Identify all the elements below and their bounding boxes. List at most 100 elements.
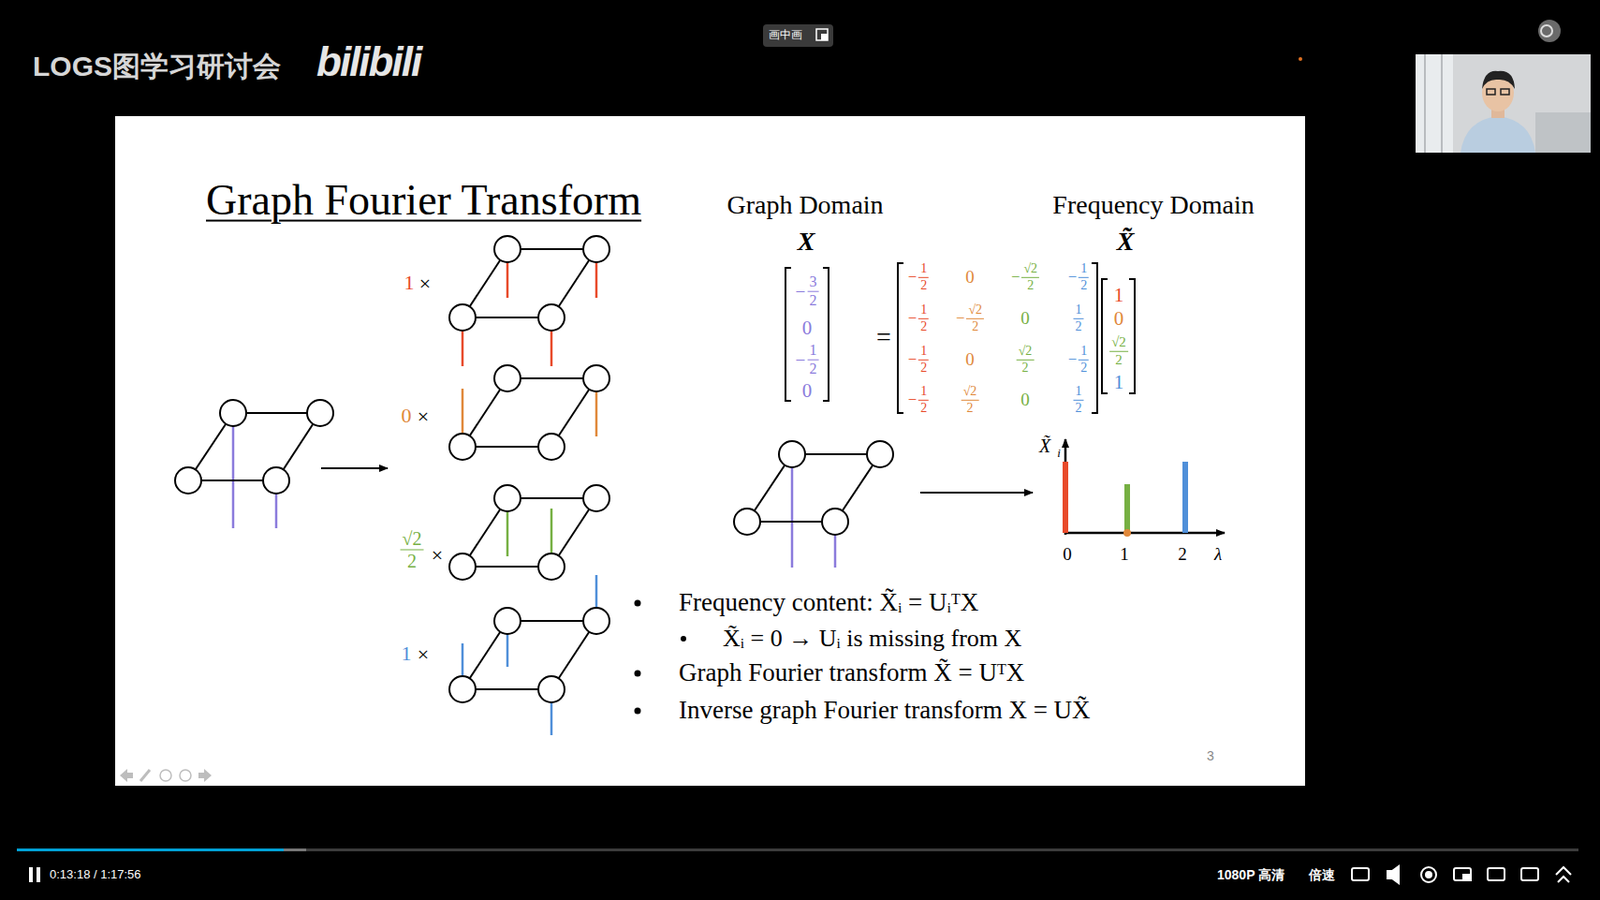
denominator: 2	[971, 319, 979, 335]
denominator: 2	[1080, 278, 1087, 294]
bullet-text: X̃ᵢ = 0 → Uᵢ is missing from X	[722, 624, 1022, 653]
denominator: 2	[920, 319, 927, 335]
axis-subscript: i	[1056, 446, 1061, 461]
denominator: 2	[407, 550, 417, 572]
fraction-stack: 12	[918, 303, 929, 334]
transform-arrow	[920, 491, 1033, 494]
minus-sign: −	[908, 310, 917, 327]
denominator: 2	[920, 278, 927, 294]
slide-nav-icons	[119, 768, 212, 782]
fraction-stack: 12	[807, 342, 819, 378]
numerator: 1	[918, 262, 929, 279]
math-symbol: X	[797, 226, 816, 257]
denominator: 2	[920, 400, 927, 416]
vector-entry: √22	[1109, 335, 1129, 368]
matrix-entry: 0	[965, 349, 975, 370]
denominator: 2	[1075, 319, 1083, 335]
numerator: 1	[1073, 384, 1085, 401]
matrix-entry: −12	[1068, 344, 1089, 375]
coefficient: √22	[400, 528, 425, 572]
coefficient: 1	[404, 270, 415, 294]
numerator: √2	[966, 303, 984, 320]
numerator: 1	[918, 344, 929, 361]
numerator: √2	[1109, 335, 1129, 353]
channel-watermark: LOGS图学习研讨会	[32, 50, 281, 84]
matrix-entry: −√22	[955, 303, 984, 334]
matrix-entry: 0	[965, 266, 975, 288]
minus-sign: −	[908, 269, 917, 286]
fraction-stack: 32	[807, 274, 819, 309]
bullet-text: Frequency content: X̃ᵢ = UᵢᵀX	[678, 587, 979, 617]
bullet-dots	[634, 600, 688, 715]
webcam-thumbnail	[1415, 54, 1591, 153]
matrix-entry: 0	[1020, 308, 1030, 329]
vector-entry: 0	[802, 379, 813, 402]
transform-arrow	[321, 467, 388, 470]
denominator: 2	[808, 292, 817, 309]
section-heading: Graph Domain	[726, 190, 883, 221]
minus-sign: −	[1068, 352, 1077, 368]
logo-watermark: bilibili	[316, 38, 421, 87]
matrix-brackets	[785, 263, 1135, 413]
numerator: √2	[1016, 344, 1035, 361]
player-controls	[16, 848, 1579, 883]
vector-entry: 0	[802, 316, 813, 339]
axis-label: λ	[1214, 543, 1222, 565]
fraction-stack: √22	[400, 528, 425, 572]
denominator: 2	[920, 360, 927, 376]
minus-sign: −	[795, 350, 807, 368]
vector-entry: 0	[1114, 307, 1125, 330]
tick-label: 2	[1177, 543, 1188, 565]
numerator: 1	[918, 384, 929, 401]
denominator: 2	[1080, 360, 1087, 376]
times-sign: ×	[417, 404, 429, 428]
fraction-stack: 12	[918, 262, 929, 293]
minus-sign: −	[908, 392, 917, 409]
bullet-text: Graph Fourier transform X̃ = UᵀX	[678, 658, 1025, 688]
minus-sign: −	[1011, 269, 1020, 286]
axis-label: X̃	[1039, 435, 1051, 457]
denominator: 2	[967, 400, 974, 416]
numerator: 3	[807, 274, 819, 293]
denominator: 2	[1075, 400, 1083, 416]
tick-label: 0	[1062, 543, 1072, 565]
minus-sign: −	[908, 352, 917, 368]
coefficient: 0	[401, 403, 412, 427]
section-heading: Frequency Domain	[1052, 190, 1254, 221]
tick-label: 1	[1119, 543, 1130, 565]
denominator: 2	[1115, 352, 1123, 368]
vector-entry: 1	[1114, 370, 1125, 394]
fraction-stack: √22	[1021, 262, 1040, 293]
numerator: 1	[918, 303, 929, 320]
spectrum-plot	[1062, 439, 1225, 537]
quality-label: 1080P 高清	[1217, 866, 1285, 882]
coefficient: 1	[401, 641, 412, 665]
numerator: √2	[1021, 262, 1040, 279]
fraction-stack: 12	[918, 344, 929, 375]
fraction-stack: √22	[961, 384, 980, 415]
fraction-stack: 12	[1073, 303, 1085, 334]
fraction-stack: 12	[918, 384, 929, 415]
matrix-entry: 12	[1073, 303, 1085, 334]
signal-graph-small	[733, 440, 894, 568]
numerator: 1	[1078, 262, 1089, 279]
minus-sign: −	[1068, 269, 1077, 286]
equals-sign: =	[876, 322, 892, 353]
time-display: 0:13:18 / 1:17:56	[49, 867, 142, 882]
matrix-entry: −12	[908, 344, 929, 375]
eigenvector-graphs	[449, 235, 610, 735]
bullet-text: Inverse graph Fourier transform X = UX̃	[678, 695, 1091, 725]
times-sign: ×	[419, 271, 431, 295]
fraction-stack: 12	[1073, 384, 1085, 415]
vector-entry: 1	[1114, 283, 1125, 307]
matrix-entry: 0	[1020, 389, 1030, 411]
speed-label: 倍速	[1308, 866, 1336, 882]
help-icon	[1538, 19, 1561, 43]
fraction-stack: √22	[966, 303, 984, 334]
matrix-entry: √22	[961, 384, 980, 415]
matrix-entry: −12	[908, 303, 929, 334]
matrix-entry: 12	[1073, 384, 1085, 415]
numerator: √2	[961, 384, 980, 401]
denominator: 2	[1027, 278, 1034, 294]
